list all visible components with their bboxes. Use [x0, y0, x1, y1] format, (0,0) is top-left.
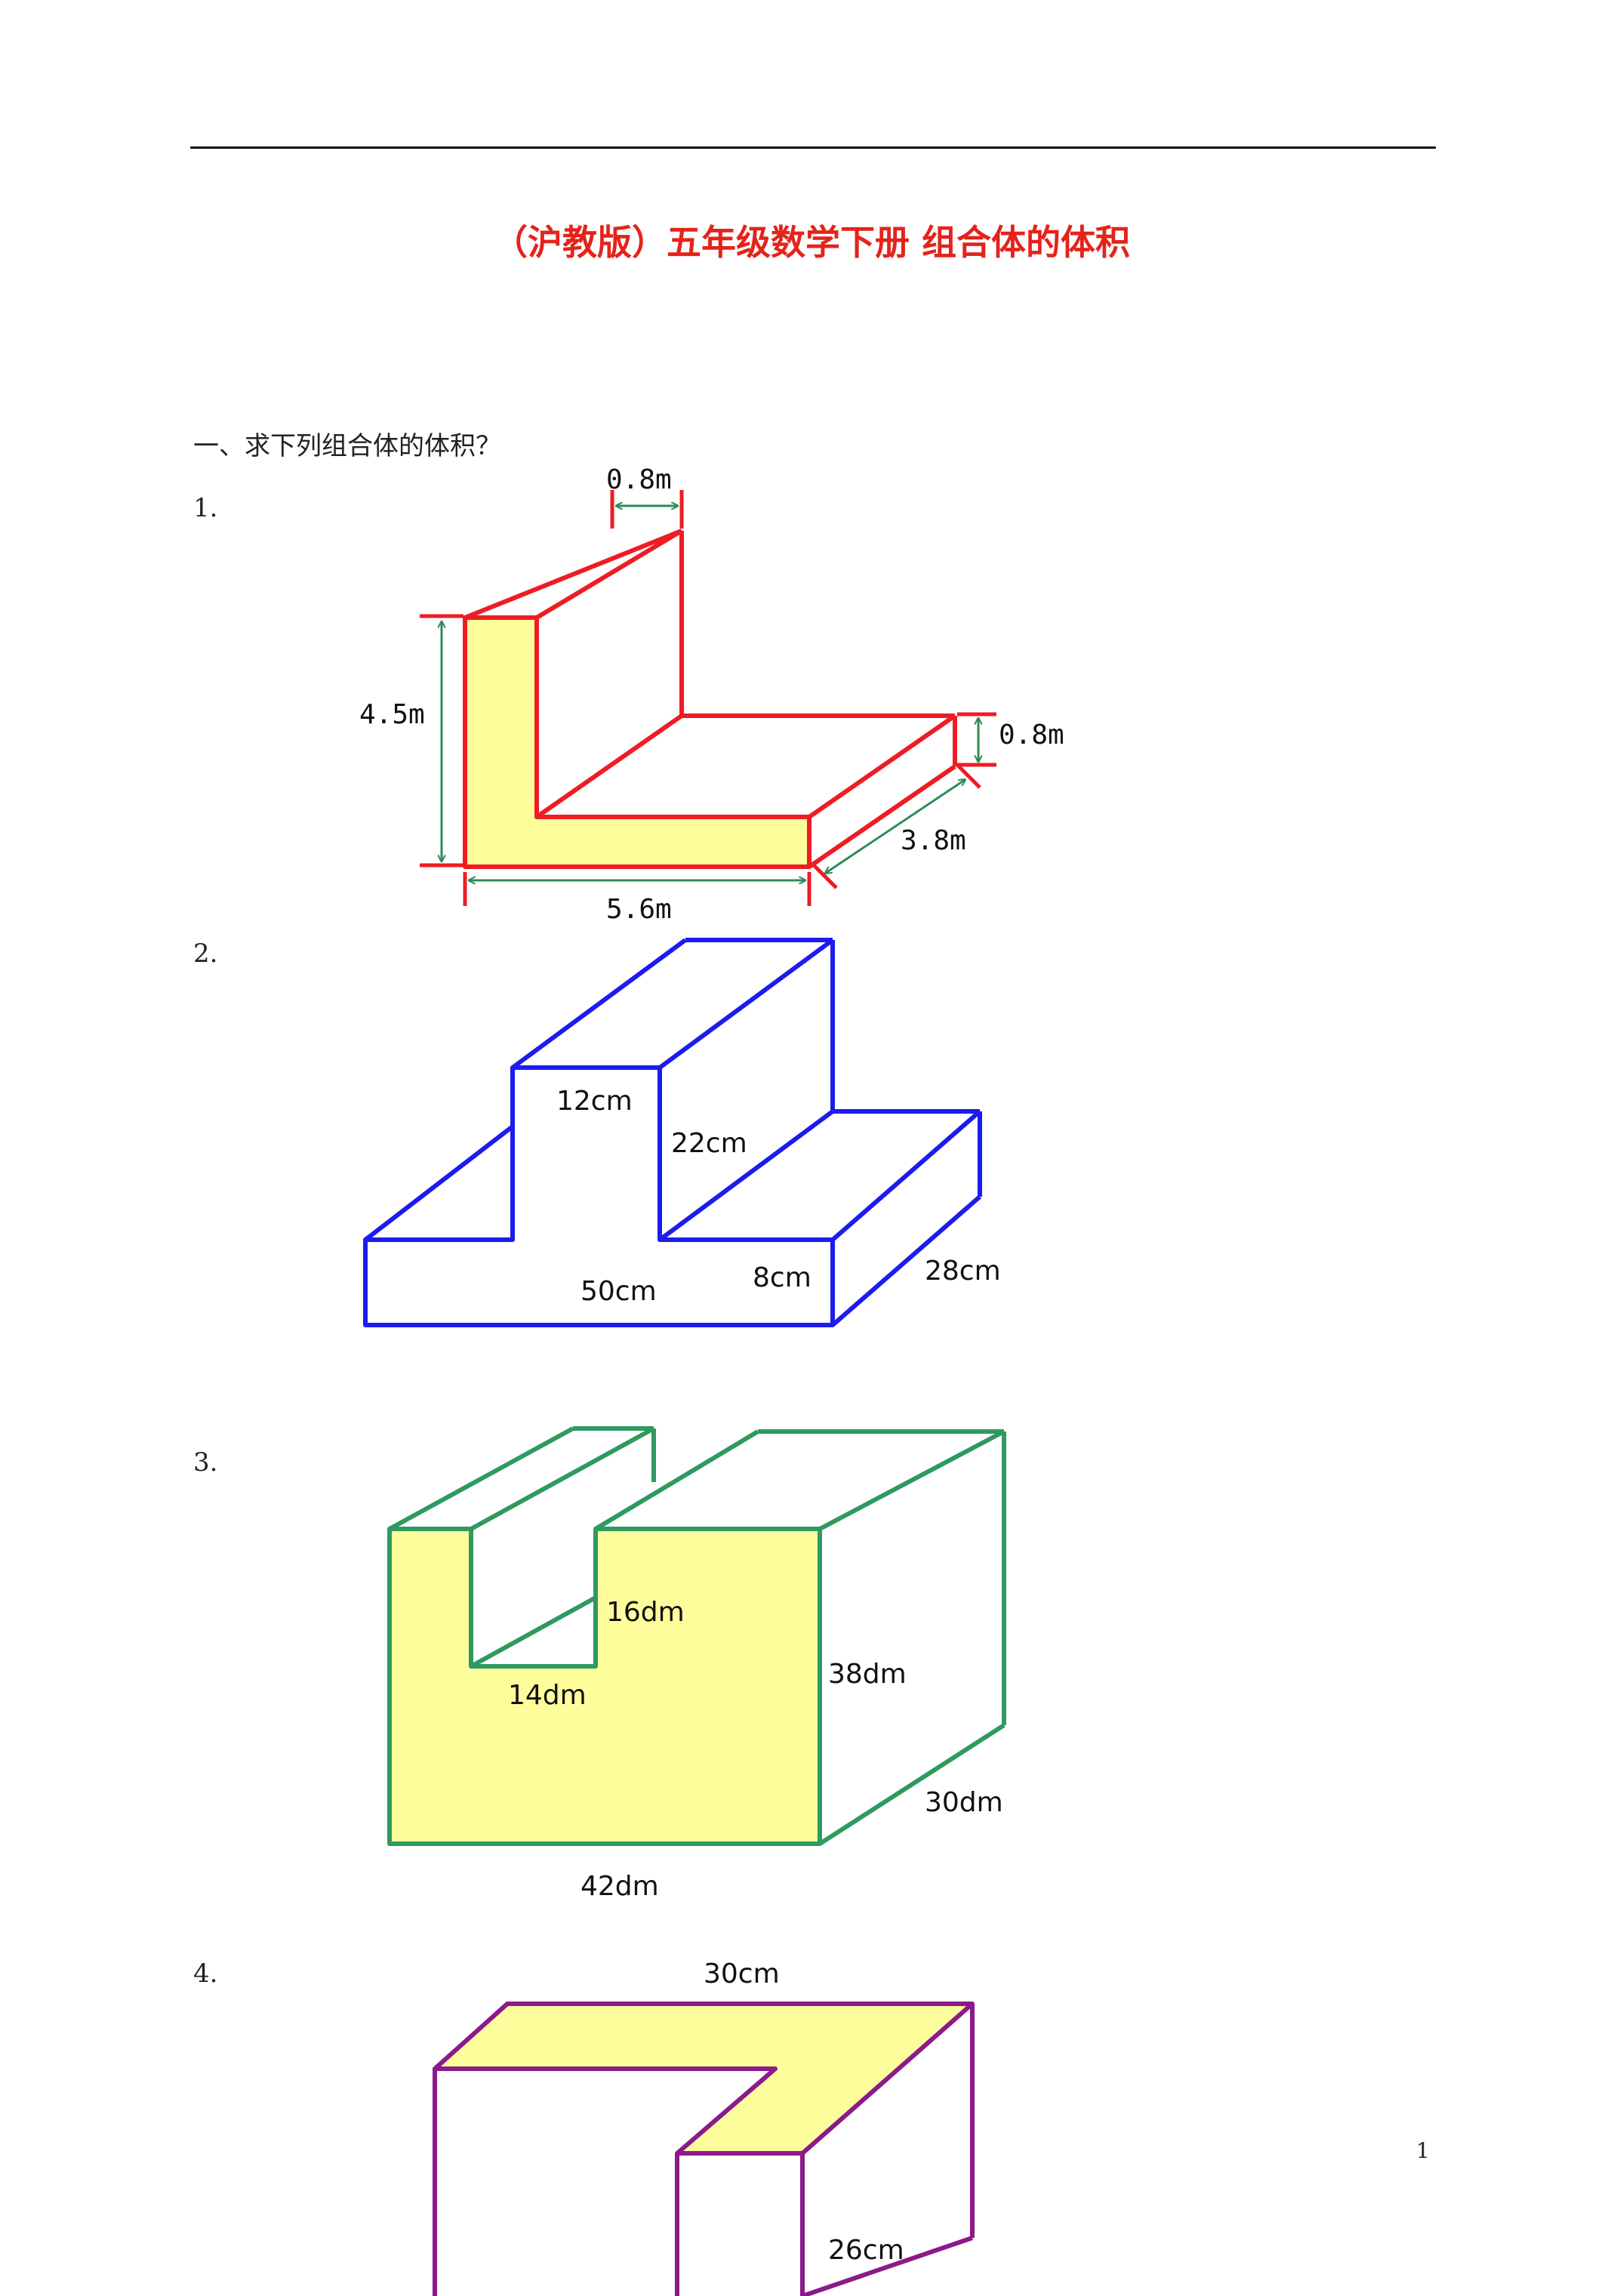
- figure-3-label-notch-depth: 16dm: [606, 1597, 685, 1628]
- problem-number-1: 1.: [193, 493, 218, 523]
- figure-2-label-base-height: 8cm: [753, 1262, 812, 1293]
- figure-4-label-top-width: 30cm: [704, 1959, 780, 1989]
- figure-3-front-face: [387, 1527, 822, 1846]
- figure-1-label-width: 5.6m: [606, 894, 672, 925]
- figure-1-label-height: 4.5m: [359, 699, 425, 730]
- figure-3-label-height: 38dm: [828, 1659, 907, 1690]
- figure-2: [363, 938, 982, 1327]
- problem-number-4: 4.: [193, 1959, 218, 1989]
- figure-1-label-base-thickness: 0.8m: [999, 720, 1064, 750]
- figure-4-top-face: [433, 2002, 975, 2156]
- figure-2-label-top-height: 22cm: [671, 1128, 747, 1159]
- figure-4: [433, 2002, 975, 2296]
- problem-number-2: 2.: [193, 938, 218, 969]
- header-rule: [190, 146, 1436, 149]
- figure-3: [387, 1426, 1006, 1846]
- figure-3-label-width: 42dm: [581, 1871, 659, 1902]
- figure-1-front-face: [463, 615, 812, 869]
- problem-number-3: 3.: [193, 1447, 218, 1478]
- figure-3-label-notch-width: 14dm: [508, 1680, 587, 1711]
- section-heading: 一、求下列组合体的体积？: [193, 431, 501, 461]
- figure-2-label-depth: 28cm: [925, 1256, 1001, 1287]
- figure-2-label-top-width: 12cm: [556, 1086, 633, 1117]
- figure-1-label-top-width: 0.8m: [606, 464, 672, 495]
- figure-4-label-height: 26cm: [828, 2235, 904, 2266]
- figure-1-dimension-arrows: [442, 506, 978, 880]
- figure-2-label-width: 50cm: [581, 1276, 657, 1307]
- page-title: （沪教版）五年级数学下册 组合体的体积: [492, 222, 1130, 263]
- figure-1-label-depth: 3.8m: [901, 825, 966, 856]
- figure-3-label-depth: 30dm: [925, 1787, 1003, 1818]
- page-number: 1: [1416, 2138, 1430, 2163]
